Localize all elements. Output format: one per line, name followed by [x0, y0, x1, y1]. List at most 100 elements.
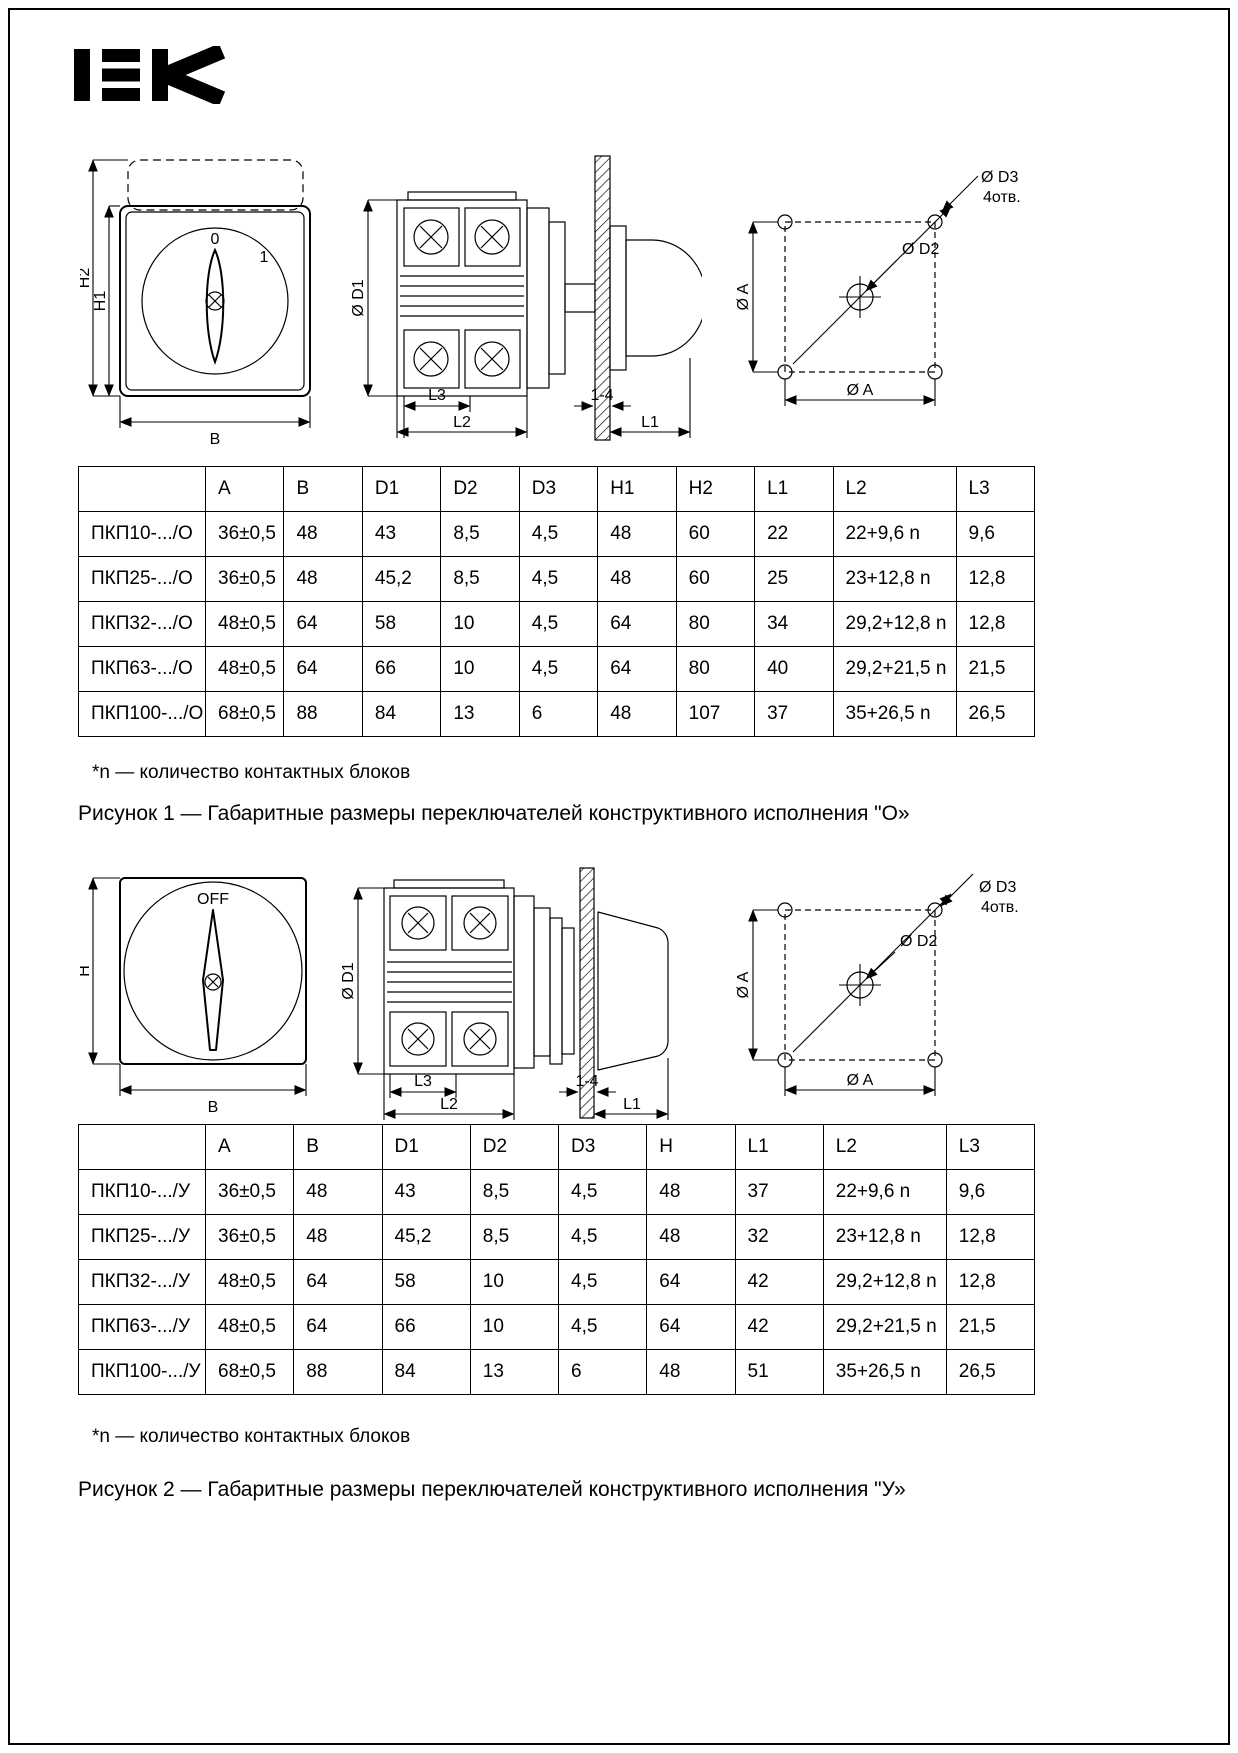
value-cell: 45,2 — [361, 556, 442, 602]
mounting-panel-hatched — [579, 867, 595, 1119]
value-cell: 48 — [293, 1169, 383, 1215]
column-header: L2 — [822, 1124, 947, 1170]
iek-logo-shapes — [74, 49, 168, 101]
value-cell: 4,5 — [518, 511, 599, 557]
value-cell: 12,8 — [955, 556, 1035, 602]
iek-logo-k-arms — [161, 46, 226, 104]
dim-label-h2: H2 — [80, 268, 93, 289]
value-cell: 4,5 — [518, 601, 599, 647]
value-cell: 8,5 — [469, 1169, 560, 1215]
value-cell: 64 — [293, 1259, 383, 1305]
value-cell: 8,5 — [440, 511, 520, 557]
value-cell: 68±0,5 — [204, 691, 285, 737]
dim-label-d1: Ø D1 — [342, 962, 357, 999]
figure2-caption: Рисунок 2 — Габаритные размеры переключа… — [78, 1478, 906, 1501]
dim-label-l3: L3 — [414, 1073, 432, 1090]
dial-position-1-label: 1 — [260, 249, 269, 266]
figure2-front-view-drawing: OFF H B — [80, 877, 307, 1116]
dim-label-a-vertical: Ø A — [735, 283, 752, 310]
value-cell: 12,8 — [945, 1259, 1036, 1305]
value-cell: 4,5 — [557, 1304, 648, 1350]
handle-side-profile — [597, 911, 669, 1071]
dimension-lines — [88, 877, 307, 1096]
value-cell: 36±0,5 — [204, 1169, 295, 1215]
model-cell: ПКП10-.../О — [78, 511, 206, 557]
dim-label-d2: Ø D2 — [900, 933, 937, 950]
dial-off-label: OFF — [197, 891, 229, 908]
column-header: H1 — [597, 466, 677, 512]
dimension-lines — [353, 887, 669, 1120]
value-cell: 48 — [646, 1214, 736, 1260]
value-cell: 13 — [469, 1349, 560, 1395]
value-cell: 36±0,5 — [204, 1214, 295, 1260]
value-cell: 88 — [283, 691, 363, 737]
value-cell: 4,5 — [518, 556, 599, 602]
value-cell: 64 — [283, 646, 363, 692]
model-cell: ПКП63-.../У — [78, 1304, 206, 1350]
value-cell: 42 — [734, 1304, 824, 1350]
column-header — [78, 1124, 206, 1170]
value-cell: 48 — [646, 1169, 736, 1215]
column-header: D2 — [469, 1124, 560, 1170]
value-cell: 10 — [440, 601, 520, 647]
value-cell: 58 — [361, 601, 442, 647]
value-cell: 88 — [293, 1349, 383, 1395]
dim-label-a-vertical: Ø A — [735, 971, 752, 998]
value-cell: 68±0,5 — [204, 1349, 295, 1395]
leader-arrows — [792, 873, 974, 1053]
figure2-mounting-pattern-drawing: Ø D3 4отв. Ø D2 Ø A Ø A — [735, 873, 1019, 1096]
value-cell: 66 — [361, 646, 442, 692]
model-cell: ПКП25-.../У — [78, 1214, 206, 1260]
value-cell: 48 — [597, 556, 677, 602]
value-cell: 32 — [734, 1214, 824, 1260]
dimension-lines — [748, 909, 936, 1096]
dim-label-a-horizontal: Ø A — [847, 1072, 874, 1089]
model-cell: ПКП32-.../О — [78, 601, 206, 647]
model-cell: ПКП10-.../У — [78, 1169, 206, 1215]
model-cell: ПКП25-.../О — [78, 556, 206, 602]
value-cell: 10 — [469, 1304, 560, 1350]
value-cell: 58 — [381, 1259, 471, 1305]
page-border-frame — [8, 8, 1230, 1745]
dim-label-b: B — [210, 431, 221, 448]
value-cell: 4,5 — [557, 1169, 648, 1215]
value-cell: 43 — [381, 1169, 471, 1215]
iek-logo — [74, 46, 226, 104]
column-header: L1 — [754, 466, 834, 512]
value-cell: 48 — [597, 691, 677, 737]
value-cell: 64 — [293, 1304, 383, 1350]
figure1-caption: Рисунок 1 — Габаритные размеры переключа… — [78, 802, 910, 825]
figure2-side-view-drawing: Ø D1 L3 L2 1-4 L1 — [342, 867, 669, 1120]
dim-label-d1: Ø D1 — [352, 279, 367, 316]
dim-label-l1: L1 — [623, 1096, 641, 1113]
value-cell: 26,5 — [945, 1349, 1036, 1395]
column-header: B — [293, 1124, 383, 1170]
column-header — [78, 466, 206, 512]
value-cell: 29,2+12,8 n — [832, 601, 957, 647]
value-cell: 51 — [734, 1349, 824, 1395]
leader-arrows — [792, 175, 979, 365]
value-cell: 64 — [597, 601, 677, 647]
column-header: D3 — [557, 1124, 648, 1170]
value-cell: 48 — [646, 1349, 736, 1395]
dim-label-d3: Ø D3 — [981, 169, 1018, 186]
model-cell: ПКП100-.../О — [78, 691, 206, 737]
value-cell: 66 — [381, 1304, 471, 1350]
column-header: A — [204, 1124, 295, 1170]
value-cell: 12,8 — [955, 601, 1035, 647]
value-cell: 35+26,5 n — [822, 1349, 947, 1395]
value-cell: 36±0,5 — [204, 556, 285, 602]
switch-front-body — [119, 877, 307, 1065]
model-cell: ПКП63-.../О — [78, 646, 206, 692]
dim-label-panel-gap: 1-4 — [575, 1073, 598, 1090]
